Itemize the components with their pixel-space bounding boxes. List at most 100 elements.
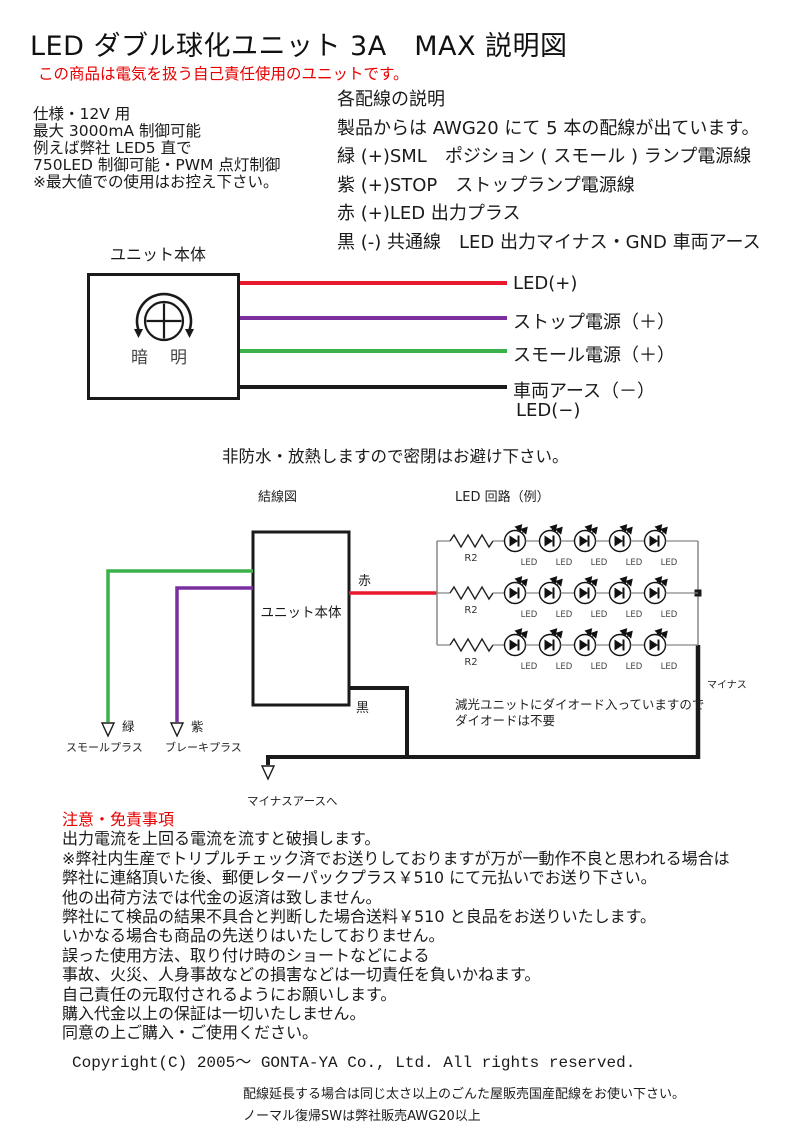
dial-icon — [134, 292, 194, 342]
black-wire — [240, 385, 507, 389]
disclaimer-line: 出力電流を上回る電流を流すと破損します。 — [62, 829, 381, 849]
disclaimer-line: 他の出荷方法では代金の返済は致しません。 — [62, 887, 382, 907]
wiring-description-line: 紫 (+)STOP ストップランプ電源線 — [337, 174, 635, 196]
led-icon — [643, 628, 668, 657]
resistor-label: R2 — [464, 657, 477, 668]
led-label: LED — [521, 558, 538, 568]
red-wire — [240, 281, 507, 285]
warning-text: この商品は電気を扱う自己責任使用のユニットです。 — [38, 65, 409, 83]
purple-dest-label: ブレーキプラス — [165, 741, 242, 754]
dimmer-note: 減光ユニットにダイオード入っていますので ダイオードは不要 — [455, 697, 704, 729]
wiring-description-heading: 各配線の説明 — [337, 89, 445, 110]
black-wire-label: 車両アース（－） — [513, 381, 656, 402]
minus-label: マイナス — [707, 680, 747, 691]
down-arrow-icon — [100, 722, 116, 738]
led-label: LED — [591, 662, 608, 672]
led-label: LED — [556, 610, 573, 620]
down-arrow-icon — [260, 765, 276, 781]
dial-bright-label: 明 — [170, 348, 187, 368]
purple-wire — [240, 316, 507, 320]
purple-wire2 — [175, 586, 253, 722]
ground-label: マイナスアースへ — [247, 794, 338, 808]
disclaimer-line: ※弊社内生産でトリプルチェック済でお送りしておりますが万が一動作不良と思われる場… — [62, 848, 730, 868]
led-label: LED — [591, 610, 608, 620]
led-icon — [503, 524, 528, 553]
wiring-description-line: 黒 (-) 共通線 LED 出力マイナス・GND 車両アース — [337, 231, 761, 253]
dimmer-note-line2: ダイオードは不要 — [455, 713, 556, 728]
resistor-label: R2 — [464, 553, 477, 564]
spec-line: 750LED 制御可能・PWM 点灯制御 — [33, 156, 281, 174]
red-wire-label: LED(+) — [513, 273, 578, 294]
disclaimer-heading: 注意・免責事項 — [62, 810, 175, 829]
page-title: LED ダブル球化ユニット 3A MAX 説明図 — [30, 31, 568, 62]
purple-wire-label: ストップ電源（＋） — [513, 312, 675, 333]
black-wire2-label: 黒 — [356, 701, 370, 716]
spec-line: 例えば弊社 LED5 直で — [33, 139, 192, 157]
led-label: LED — [521, 662, 538, 672]
junction-dot — [694, 589, 702, 597]
unit-box2-label: ユニット本体 — [260, 605, 342, 621]
footer-line2: ノーマル復帰SWは弊社販売AWG20以上 — [243, 1109, 481, 1124]
resistor-label: R2 — [464, 605, 477, 616]
copyright-line: Copyright(C) 2005～ GONTA-YA Co., Ltd. Al… — [72, 1054, 636, 1072]
footer-line1: 配線延長する場合は同じ太さ以上のごんた屋販売国産配線をお使い下さい。 — [243, 1087, 686, 1102]
disclaimer-line: 弊社にて検品の結果不具合と判断した場合送料￥510 と良品をお送りいたします。 — [62, 907, 657, 927]
led-label: LED — [661, 558, 678, 568]
led-icon — [573, 628, 598, 657]
disclaimer-line: 事故、火災、人身事故などの損害などは一切責任を負いかねます。 — [62, 965, 541, 985]
spec-block: 仕様・12V 用 最大 3000mA 制御可能 例えば弊社 LED5 直で 75… — [33, 106, 280, 191]
led-label: LED — [591, 558, 608, 568]
led-label: LED — [626, 558, 643, 568]
disclaimer-line: 同意の上ご購入・ご使用ください。 — [62, 1023, 319, 1043]
green-dest-label: スモールプラス — [66, 741, 143, 754]
led-icon — [503, 628, 528, 657]
led-label: LED — [626, 610, 643, 620]
resistor-icon — [449, 637, 494, 653]
led-icon — [608, 628, 633, 657]
led-label: LED — [626, 662, 643, 672]
unit-box-label: ユニット本体 — [110, 245, 207, 264]
black-wire-label2: LED(−) — [516, 400, 581, 421]
wiring-description: 各配線の説明 製品からは AWG20 にて 5 本の配線が出ています。 緑 (+… — [337, 86, 761, 257]
led-icon — [538, 524, 563, 553]
led-icon — [573, 576, 598, 605]
led-icon — [643, 524, 668, 553]
green-wire — [240, 349, 507, 353]
green-wire-label: スモール電源（＋） — [513, 345, 675, 366]
non-waterproof-note: 非防水・放熱しますので密閉はお避け下さい。 — [222, 447, 569, 466]
led-icon — [608, 524, 633, 553]
purple-wire2-label: 紫 — [191, 719, 204, 734]
led-label: LED — [556, 558, 573, 568]
spec-line: 仕様・12V 用 — [33, 105, 131, 123]
spec-line: ※最大値での使用はお控え下さい。 — [33, 173, 279, 191]
led-label: LED — [661, 610, 678, 620]
disclaimer-line: 自己責任の元取付されるようにお願いします。 — [62, 984, 397, 1004]
resistor-icon — [449, 533, 494, 549]
disclaimer-block: 注意・免責事項 出力電流を上回る電流を流すと破損します。 ※弊社内生産でトリプル… — [62, 810, 730, 1043]
wiring-diagram-title: 結線図 — [258, 490, 298, 505]
led-icon — [608, 576, 633, 605]
led-label: LED — [661, 662, 678, 672]
led-icon — [538, 576, 563, 605]
led-label: LED — [521, 610, 538, 620]
green-wire2-label: 緑 — [122, 719, 135, 734]
led-icon — [538, 628, 563, 657]
disclaimer-line: 弊社に連絡頂いた後、郵便レターパックプラス￥510 にて元払いでお送り下さい。 — [62, 868, 657, 888]
wiring-description-line: 製品からは AWG20 にて 5 本の配線が出ています。 — [337, 117, 760, 139]
disclaimer-line: 購入代金以上の保証は一切いたしません。 — [62, 1004, 366, 1024]
wiring-description-line: 緑 (+)SML ポジション ( スモール ) ランプ電源線 — [337, 146, 752, 167]
spec-line: 最大 3000mA 制御可能 — [33, 122, 202, 140]
disclaimer-line: 誤った使用方法、取り付け時のショートなどによる — [62, 945, 430, 965]
red-wire2-label: 赤 — [358, 574, 372, 589]
disclaimer-line: いかなる場合も商品の先送りはいたしておりません。 — [62, 926, 445, 946]
resistor-icon — [449, 585, 494, 601]
green-wire2 — [106, 569, 253, 722]
led-circuit-title: LED 回路（例） — [455, 490, 550, 505]
led-icon — [573, 524, 598, 553]
led-icon — [643, 576, 668, 605]
dial-dark-label: 暗 — [131, 348, 148, 368]
led-label: LED — [556, 662, 573, 672]
led-icon — [503, 576, 528, 605]
down-arrow-icon — [169, 722, 185, 738]
